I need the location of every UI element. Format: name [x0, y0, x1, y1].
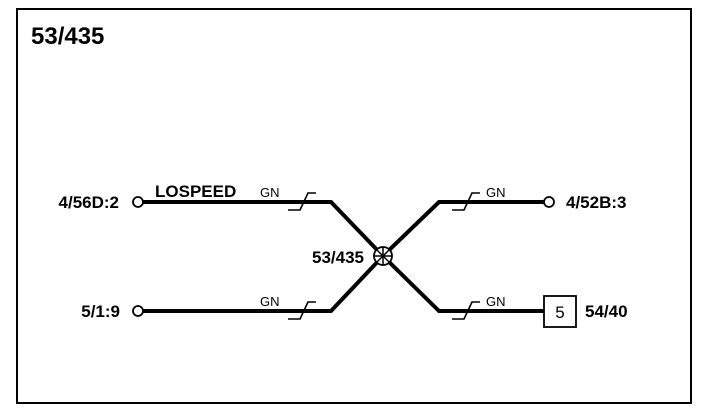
- wire-color-right-bottom: GN: [486, 294, 506, 309]
- connector-label-right-top: 4/52B:3: [566, 193, 626, 212]
- wire-left-bottom[interactable]: [143, 254, 385, 313]
- connector-label-right-bottom: 54/40: [585, 302, 628, 321]
- wire-right-top[interactable]: [381, 200, 544, 258]
- component-box[interactable]: [543, 295, 577, 328]
- circuit-name-label: LOSPEED: [155, 182, 236, 201]
- terminal-right-top[interactable]: [543, 196, 555, 208]
- diagram-title: 53/435: [31, 23, 104, 50]
- wire-color-left-top: GN: [260, 185, 280, 200]
- splice-icon[interactable]: [373, 246, 393, 266]
- wire-break-symbol-right-bottom: [452, 301, 480, 320]
- wire-break-symbol-left-top: [288, 192, 316, 211]
- connector-label-left-top: 4/56D:2: [59, 193, 119, 212]
- wire-color-left-bottom: GN: [260, 294, 280, 309]
- wire-left-top[interactable]: [143, 200, 385, 258]
- splice-label: 53/435: [312, 248, 364, 267]
- component-number: 5: [555, 303, 564, 322]
- connector-label-left-bottom: 5/1:9: [81, 302, 120, 321]
- wire-break-symbol-right-top: [452, 192, 480, 211]
- diagram-frame: [16, 8, 692, 404]
- wire-right-bottom[interactable]: [381, 254, 544, 313]
- terminal-left-bottom[interactable]: [132, 305, 144, 317]
- wire-break-symbol-left-bottom: [288, 301, 316, 320]
- terminal-left-top[interactable]: [132, 196, 144, 208]
- wire-color-right-top: GN: [486, 185, 506, 200]
